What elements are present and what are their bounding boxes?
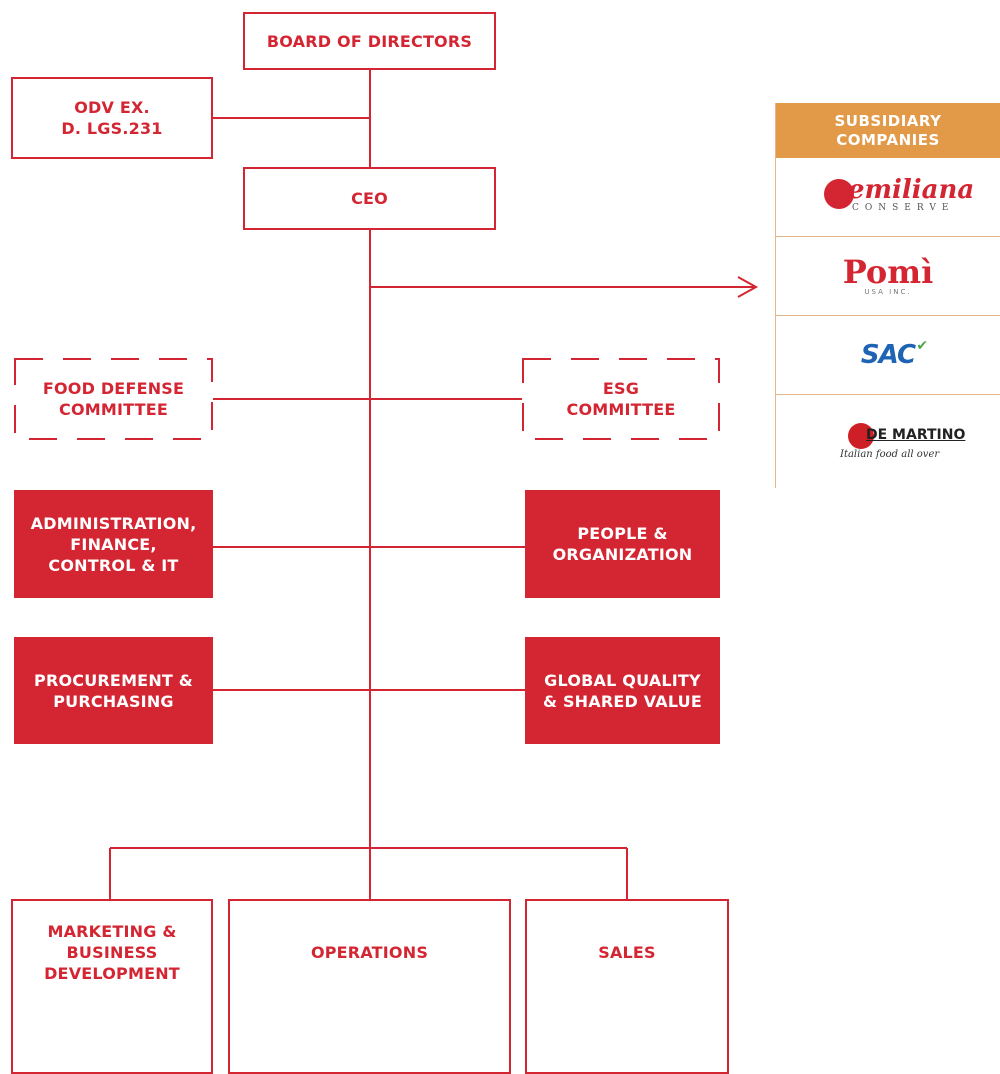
subsidiary-emiliana: emiliana CONSERVE [776,158,1000,237]
board-of-directors-box: BOARD OF DIRECTORS [243,12,496,70]
people-organization-label: PEOPLE & ORGANIZATION [552,524,693,564]
de-martino-logo-icon: DE MARTINO Italian food all over [808,417,968,467]
global-quality-box: GLOBAL QUALITY & SHARED VALUE [525,637,720,744]
sales-box: SALES [525,899,729,1074]
food-defense-committee-box: FOOD DEFENSE COMMITTEE [14,358,213,440]
ceo-label: CEO [351,189,388,208]
people-organization-box: PEOPLE & ORGANIZATION [525,490,720,598]
odv-label: ODV EX. D. LGS.231 [61,98,163,138]
marketing-label: MARKETING & BUSINESS DEVELOPMENT [44,922,180,983]
board-of-directors-label: BOARD OF DIRECTORS [266,31,473,51]
esg-committee-box: ESG COMMITTEE [522,358,720,440]
procurement-label: PROCUREMENT & PURCHASING [34,670,193,711]
administration-box: ADMINISTRATION, FINANCE, CONTROL & IT [14,490,213,598]
operations-box: OPERATIONS [228,899,511,1074]
procurement-box: PROCUREMENT & PURCHASING [14,637,213,744]
food-defense-committee-label: FOOD DEFENSE COMMITTEE [42,379,185,419]
subsidiary-sac: SAC✔ [776,316,1000,395]
odv-box: ODV EX. D. LGS.231 [11,77,213,159]
sac-logo-icon: SAC✔ [860,338,928,370]
subsidiary-companies-header: SUBSIDIARY COMPANIES [776,103,1000,158]
administration-label: ADMINISTRATION, FINANCE, CONTROL & IT [30,513,197,575]
dashed-border [14,358,213,440]
subsidiary-pomi: Pomì USA INC. [776,237,1000,316]
dashed-border [522,358,720,440]
esg-committee-label: ESG COMMITTEE [566,379,676,419]
marketing-box: MARKETING & BUSINESS DEVELOPMENT [11,899,213,1074]
ceo-box: CEO [243,167,496,230]
global-quality-label: GLOBAL QUALITY & SHARED VALUE [543,670,702,711]
operations-label: OPERATIONS [310,943,429,962]
subsidiary-companies-panel: SUBSIDIARY COMPANIES emiliana CONSERVE P… [775,103,1000,488]
pomi-logo-icon: Pomì USA INC. [842,253,934,296]
sales-label: SALES [598,943,656,962]
subsidiary-de-martino: DE MARTINO Italian food all over [776,395,1000,488]
emiliana-logo-icon: emiliana CONSERVE [808,175,974,217]
